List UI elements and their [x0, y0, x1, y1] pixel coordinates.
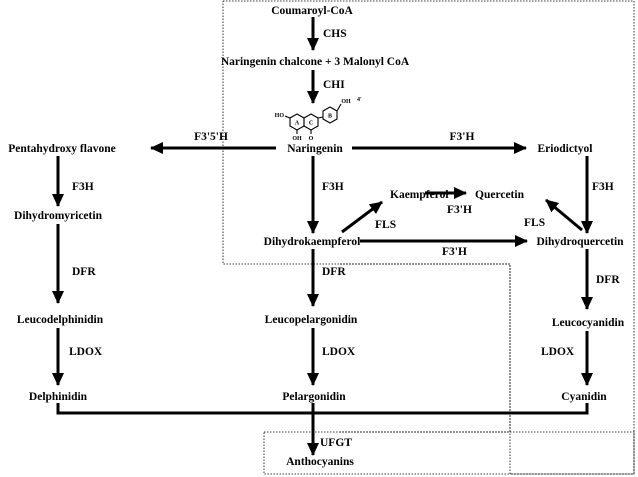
oh-5-label: OH [292, 136, 302, 142]
enzyme-f3h-center: F3H [322, 181, 344, 193]
leucopelargonidin: Leucopelargonidin [265, 314, 358, 326]
pelargonidin: Pelargonidin [282, 391, 346, 403]
naringenin-chalcone: Naringenin chalcone + 3 Malonyl CoA [221, 56, 410, 68]
anthocyanins: Anthocyanins [286, 456, 354, 468]
cyanidin: Cyanidin [561, 391, 607, 403]
enzyme-chi: CHI [323, 79, 345, 91]
eriodictyol: Eriodictyol [538, 143, 593, 155]
dihydrokaempferol: Dihydrokaempferol [264, 236, 361, 248]
oh-4prime-bond [336, 103, 342, 112]
quercetin: Quercetin [475, 189, 525, 201]
naringenin: Naringenin [287, 143, 343, 155]
delphinidin: Delphinidin [29, 391, 88, 403]
dihydromyricetin: Dihydromyricetin [14, 210, 103, 222]
enzyme-ldox-left: LDOX [69, 346, 103, 358]
naringenin-structure [284, 103, 342, 134]
arrow-fls-right [545, 198, 583, 232]
bottom-dotted-box [263, 431, 635, 475]
ring-c-label: C [309, 121, 313, 127]
ring-b-label: B [328, 114, 332, 120]
enzyme-f3-h-low: F3'H [442, 246, 467, 258]
enzyme-chs: CHS [323, 28, 347, 40]
oh-4prime-label: OH [341, 99, 351, 105]
pos-4prime-label: 4' [357, 97, 362, 103]
lower-dotted-box [340, 263, 511, 433]
ho-bond [284, 115, 291, 119]
enzyme-f3h-left: F3H [72, 181, 94, 193]
dihydroquercetin: Dihydroquercetin [536, 236, 624, 248]
enzyme-ldox-right: LDOX [541, 346, 575, 358]
enzyme-f3-h-mid: F3'H [447, 204, 472, 216]
ring-a-label: A [295, 121, 300, 127]
enzyme-ufgt: UFGT [320, 437, 352, 449]
pentahydroxy-flavone: Pentahydroxy flavone [8, 143, 115, 155]
carbonyl-o-label: O [309, 136, 314, 142]
enzyme-ldox-center: LDOX [322, 346, 356, 358]
enzyme-f3-h-top: F3'H [450, 131, 475, 143]
enzyme-dfr-right: DFR [596, 274, 620, 286]
leucodelphinidin: Leucodelphinidin [17, 314, 104, 326]
ho-label: HO [275, 113, 285, 119]
enzyme-fls-left: FLS [375, 219, 396, 231]
arrow-fls-left [341, 200, 383, 234]
anthocyanidin-collector-line [56, 403, 589, 415]
kaempferol: Kaempferol [390, 189, 449, 201]
enzyme-dfr-center: DFR [322, 266, 346, 278]
leucocyanidin: Leucocyanidin [552, 317, 625, 329]
enzyme-fls-right: FLS [524, 217, 545, 229]
upper-dotted-box [222, 0, 635, 475]
enzyme-f3h-right: F3H [592, 181, 614, 193]
enzyme-f3-5-h: F3'5'H [194, 131, 228, 143]
ring-bc-bond [317, 116, 324, 119]
coumaroyl-coa: Coumaroyl-CoA [271, 5, 353, 17]
enzyme-dfr-left: DFR [72, 266, 96, 278]
